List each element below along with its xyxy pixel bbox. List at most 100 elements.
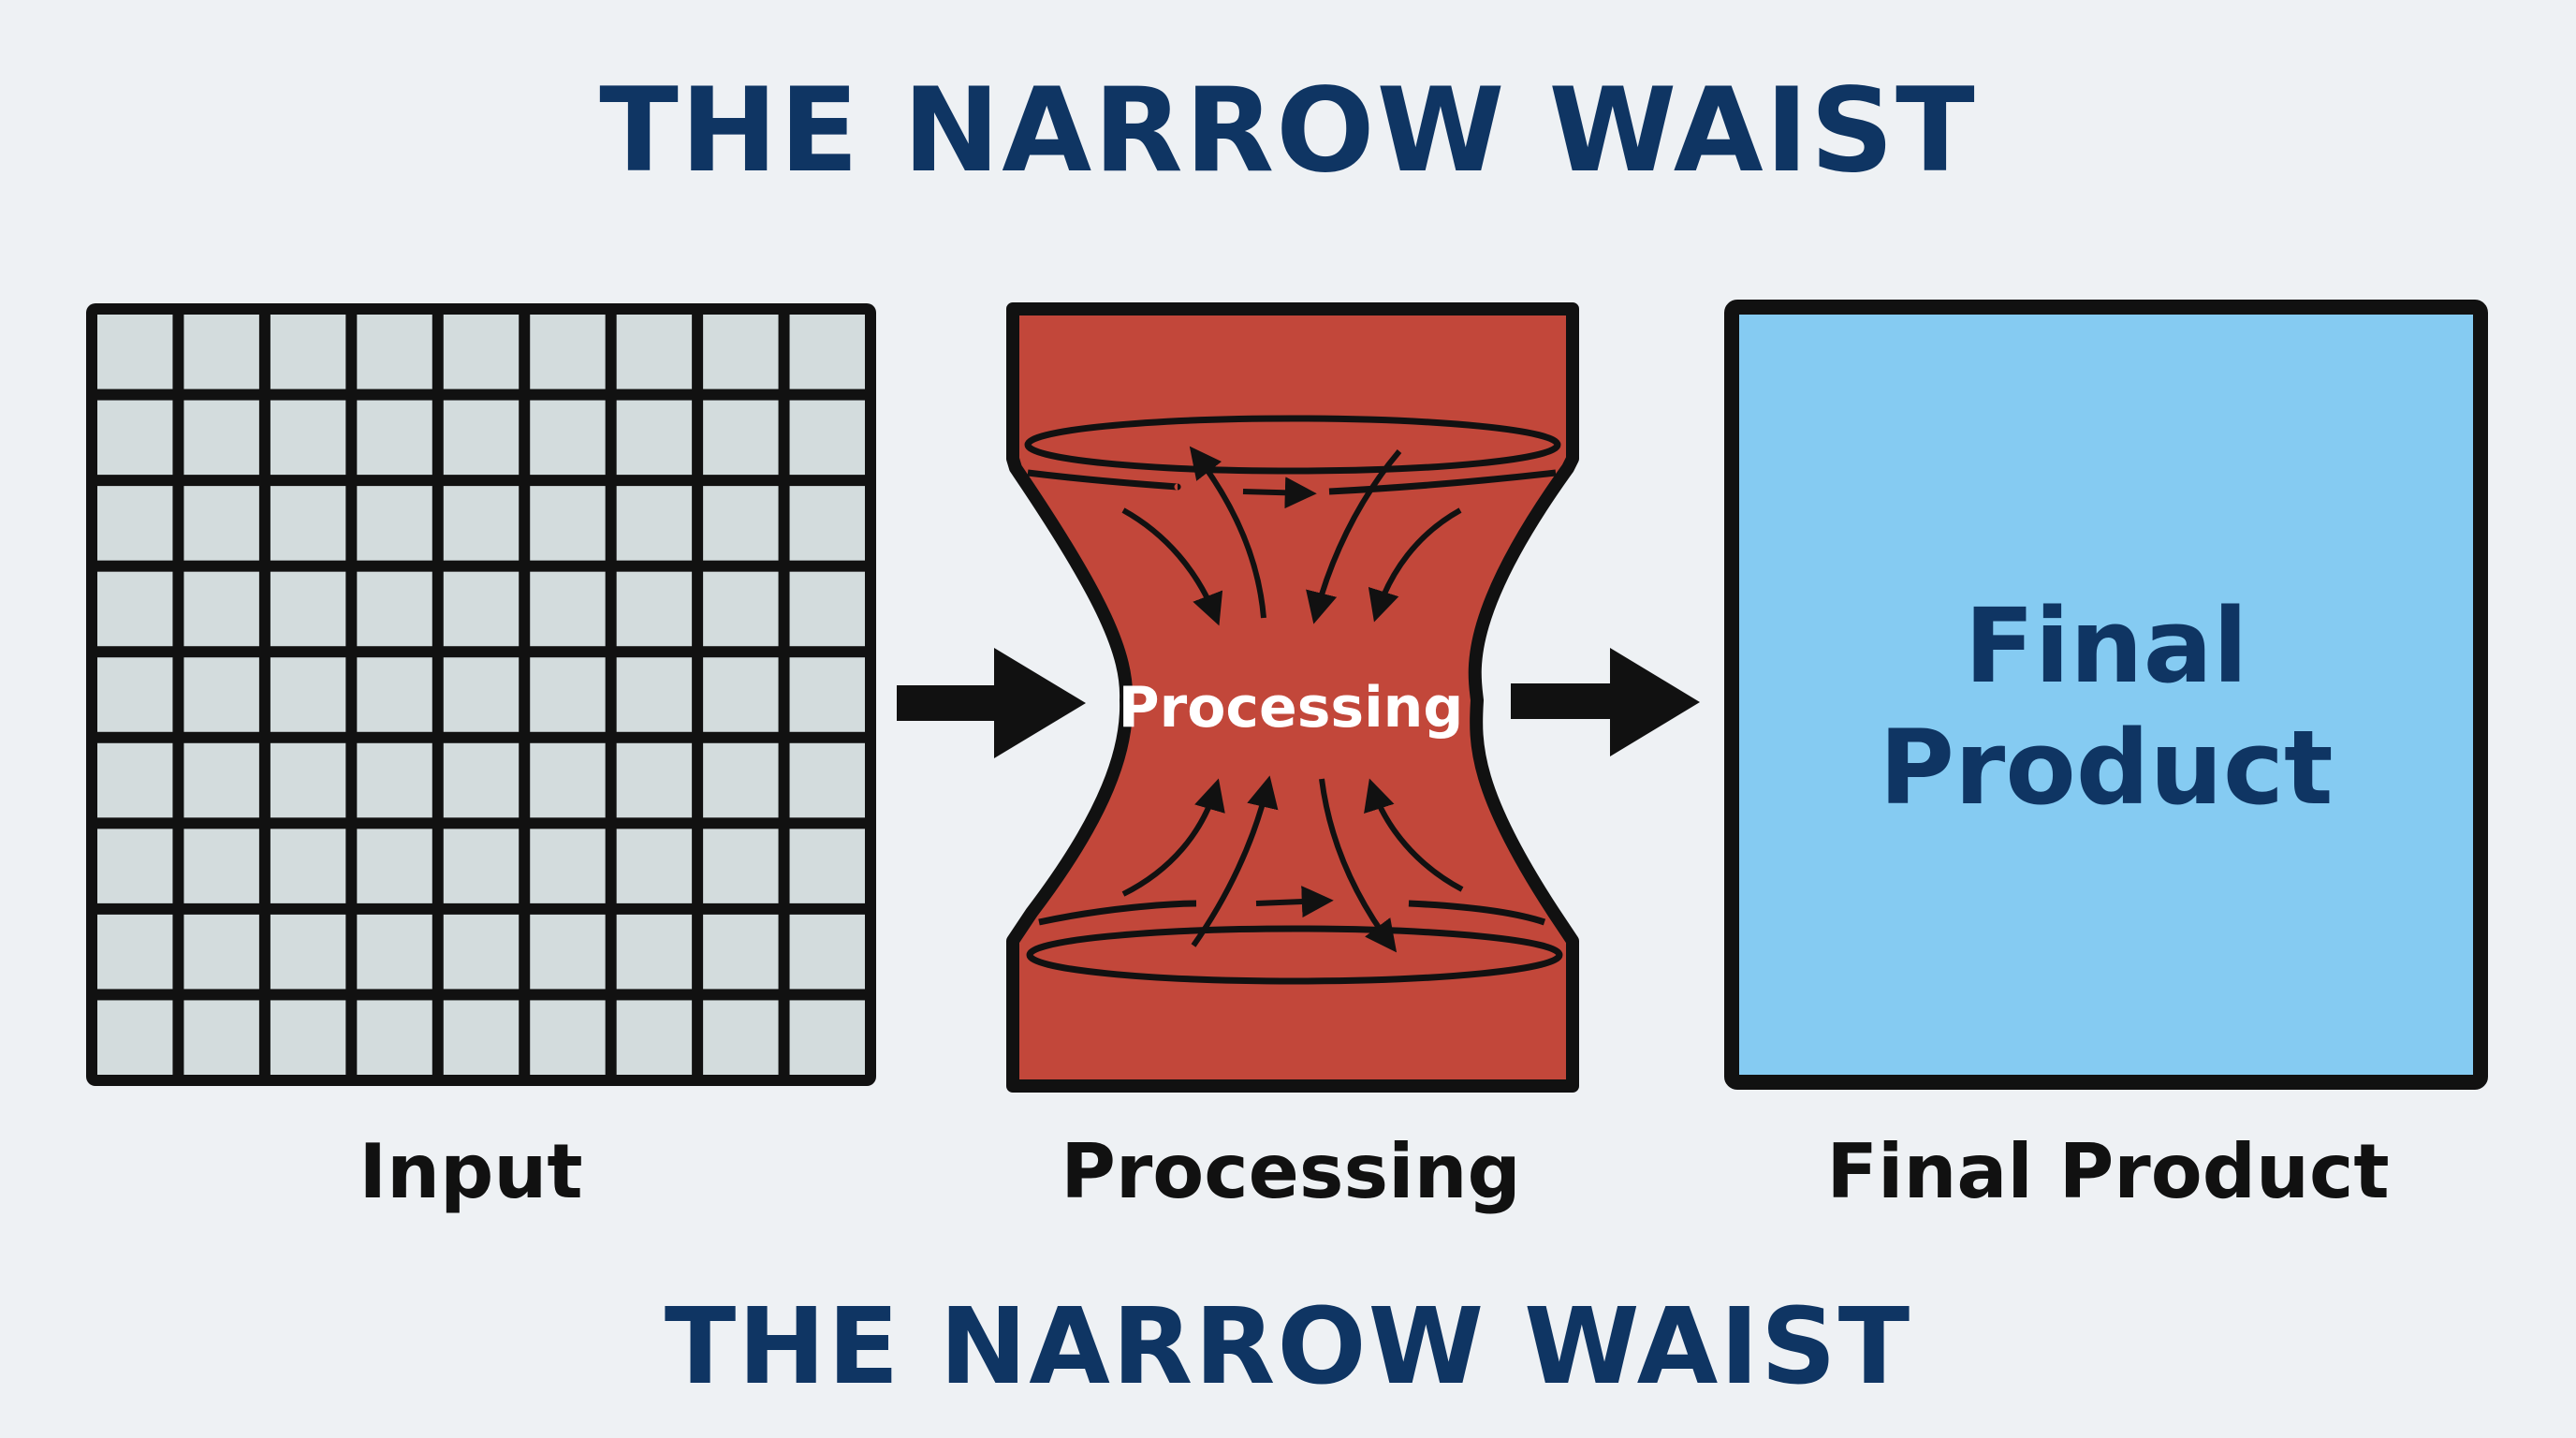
processing-top-line-right — [1328, 469, 1557, 495]
grid-cell — [530, 315, 606, 389]
grid-cell — [530, 657, 606, 732]
grid-cell — [443, 657, 520, 732]
grid-cell — [530, 1000, 606, 1075]
processing-center-label: Processing — [1118, 675, 1464, 741]
grid-cell — [616, 914, 693, 990]
grid-cell — [530, 571, 606, 647]
grid-cell — [616, 486, 693, 561]
grid-cell — [703, 914, 779, 990]
grid-cell — [97, 486, 173, 561]
final-product-caption: Final Product — [1826, 1128, 2390, 1215]
grid-cell — [270, 486, 346, 561]
grid-cell — [97, 315, 173, 389]
grid-cell — [183, 657, 259, 732]
grid-cell — [789, 829, 865, 903]
final-box-line1: Final — [1964, 586, 2248, 706]
grid-cell — [183, 571, 259, 647]
grid-cell — [357, 571, 432, 647]
arrow-right-icon — [1511, 648, 1700, 756]
final-box-line2: Product — [1879, 707, 2334, 828]
grid-cell — [703, 742, 779, 818]
final-product-box-label: Final Product — [1732, 586, 2481, 829]
grid-cell — [789, 571, 865, 647]
grid-cell — [183, 486, 259, 561]
grid-cell — [443, 486, 520, 561]
grid-cell — [703, 571, 779, 647]
grid-cell — [789, 914, 865, 990]
grid-cell — [703, 657, 779, 732]
grid-cell — [97, 742, 173, 818]
grid-cell — [789, 1000, 865, 1075]
grid-cell — [183, 1000, 259, 1075]
processing-top-ring — [1024, 415, 1561, 475]
final-product-box — [1724, 300, 2488, 1090]
input-caption: Input — [359, 1128, 583, 1215]
grid-cell — [789, 486, 865, 561]
grid-cell — [97, 571, 173, 647]
grid-cell — [97, 657, 173, 732]
grid-cell — [97, 1000, 173, 1075]
grid-cell — [183, 315, 259, 389]
grid-cell — [789, 315, 865, 389]
grid-cell — [789, 657, 865, 732]
grid-cell — [443, 400, 520, 476]
grid-cell — [530, 914, 606, 990]
processing-bottom-line — [1038, 900, 1197, 926]
grid-cell — [443, 1000, 520, 1075]
grid-cell — [703, 400, 779, 476]
processing-block — [1006, 302, 1579, 1093]
grid-cell — [443, 315, 520, 389]
page-title-bottom: THE NARROW WAIST — [664, 1286, 1912, 1408]
processing-bottom-line-right — [1408, 900, 1546, 926]
grid-cell — [443, 571, 520, 647]
grid-cell — [703, 315, 779, 389]
page-title-top: THE NARROW WAIST — [599, 64, 1977, 198]
grid-cell — [357, 486, 432, 561]
grid-cell — [270, 829, 346, 903]
grid-cell — [270, 400, 346, 476]
input-grid — [86, 303, 876, 1086]
grid-cell — [357, 1000, 432, 1075]
grid-cell — [616, 657, 693, 732]
grid-cell — [530, 400, 606, 476]
grid-cell — [616, 1000, 693, 1075]
grid-cell — [97, 400, 173, 476]
compression-arrows — [1121, 446, 1464, 953]
grid-cell — [183, 742, 259, 818]
grid-cell — [357, 829, 432, 903]
grid-cell — [357, 914, 432, 990]
grid-cell — [443, 914, 520, 990]
processing-body — [1006, 302, 1579, 1093]
grid-cell — [270, 315, 346, 389]
grid-cell — [270, 657, 346, 732]
grid-cell — [789, 400, 865, 476]
arrow-right-icon — [897, 648, 1086, 758]
grid-cell — [616, 829, 693, 903]
grid-cell — [530, 742, 606, 818]
grid-cell — [616, 742, 693, 818]
grid-cell — [97, 914, 173, 990]
grid-cell — [357, 657, 432, 732]
grid-cell — [357, 742, 432, 818]
grid-cell — [703, 1000, 779, 1075]
grid-cell — [270, 571, 346, 647]
grid-cell — [616, 315, 693, 389]
processing-bottom-ring — [1026, 925, 1563, 985]
grid-cell — [270, 742, 346, 818]
grid-cell — [530, 486, 606, 561]
grid-cell — [183, 829, 259, 903]
grid-cell — [270, 914, 346, 990]
grid-cell — [183, 914, 259, 990]
processing-caption: Processing — [1061, 1128, 1521, 1215]
grid-cell — [443, 742, 520, 818]
grid-cell — [97, 829, 173, 903]
grid-cell — [270, 1000, 346, 1075]
grid-cell — [183, 400, 259, 476]
grid-cell — [703, 829, 779, 903]
grid-cell — [357, 315, 432, 389]
grid-cell — [443, 829, 520, 903]
grid-cell — [703, 486, 779, 561]
grid-cell — [530, 829, 606, 903]
grid-cell — [616, 571, 693, 647]
